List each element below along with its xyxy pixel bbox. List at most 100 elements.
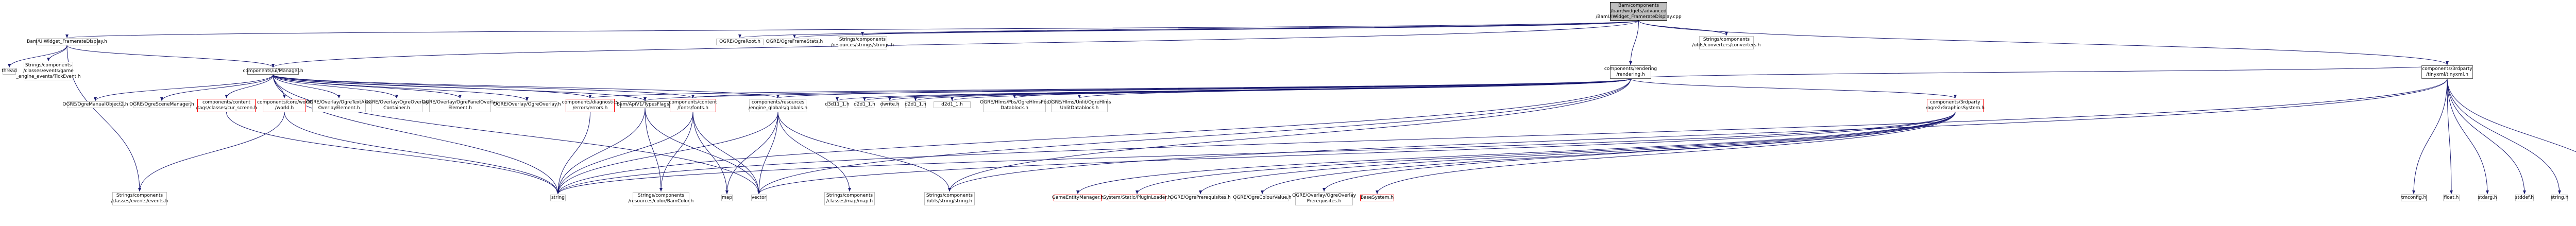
node-label-line: components/ui/Manager.h xyxy=(243,68,303,74)
node-vector: vector xyxy=(751,195,767,201)
node-label-line: Strings/components xyxy=(1703,37,1750,42)
node-label-line: map xyxy=(722,195,732,200)
node-ui-manager[interactable]: components/ui/Manager.h xyxy=(243,68,303,75)
node-label-line: components/diagnostics xyxy=(562,100,619,105)
node-map: map xyxy=(721,195,733,201)
dependency-edge xyxy=(556,112,778,195)
node-label-line: components/3rdparty xyxy=(1930,100,1980,105)
node-d2d1-1-b: d2d1_1.h xyxy=(905,101,926,108)
dependency-edge xyxy=(66,45,141,192)
dependency-edge xyxy=(66,45,275,68)
node-label-line: OGRE/Overlay/OgrePanelOverlay xyxy=(421,100,499,105)
dependency-edge xyxy=(225,74,274,99)
node-label-line: /resources/color/BamColor.h xyxy=(628,199,694,204)
node-label-line: GameEntityManager.h xyxy=(1052,195,1104,200)
node-cur-screen[interactable]: components/content/tags/classes/cur_scre… xyxy=(196,99,257,112)
dependency-edge xyxy=(273,74,398,99)
node-entity-manager[interactable]: GameEntityManager.h xyxy=(1052,195,1104,201)
dependency-edge xyxy=(1376,112,1956,195)
node-label-line: stddef.h xyxy=(2515,195,2534,200)
dependency-edge xyxy=(2447,78,2576,152)
node-label-line: OGRE/Overlay/OgreOverlay.h xyxy=(493,102,561,107)
node-label-line: OGRE/OgreManualObject2.h xyxy=(62,102,128,107)
node-label-line: /rendering.h xyxy=(1616,72,1645,77)
node-fonts[interactable]: components/content/fonts/fonts.h xyxy=(669,99,717,112)
node-label-line: /classes/events/events.h xyxy=(111,199,168,204)
dependency-edge xyxy=(645,108,663,192)
dependency-edge xyxy=(273,74,592,99)
node-world[interactable]: components/core/world/world.h xyxy=(257,99,312,112)
dependency-edge xyxy=(692,112,728,195)
node-map-h: Strings/components/classes/map/map.h xyxy=(824,192,875,205)
node-float-h: float.h xyxy=(2443,195,2460,201)
node-bam-types-flags[interactable]: Bam/ApiV1/TypesFlags.h xyxy=(616,101,674,108)
node-label-line: components/rendering xyxy=(1604,66,1657,72)
dependency-edge xyxy=(2447,78,2526,195)
node-framerate-display-h[interactable]: Bam/UIWidget_FramerateDisplay.h xyxy=(27,39,107,45)
node-label-line: /engine_globals/globals.h xyxy=(748,106,808,111)
node-tinyxml[interactable]: components/3rdparty/tinyxml/tinyxml.h xyxy=(2421,65,2473,79)
dependency-edge xyxy=(273,74,760,195)
node-label-line: components/content xyxy=(669,100,717,105)
node-root-framerate-cpp[interactable]: Bam/components/bam/widgets/advanced/BamU… xyxy=(1596,2,1682,21)
node-stddef-h: stddef.h xyxy=(2515,195,2534,201)
node-ogre-scene-manager: OGRE/OgreSceneManager.h xyxy=(129,101,194,108)
dependency-edge xyxy=(272,20,1639,68)
dependency-edge xyxy=(948,78,2448,192)
node-engine-globals[interactable]: components/resources/engine_globals/glob… xyxy=(748,99,808,112)
node-strings-header: Strings/components/resources/strings/str… xyxy=(831,36,894,49)
node-ogre-overlay: OGRE/Overlay/OgreOverlay.h xyxy=(493,101,561,108)
node-graphics-system[interactable]: components/3rdparty/ogre2/GraphicsSystem… xyxy=(1926,99,1985,112)
node-label-line: UnlitDatablock.h xyxy=(1060,106,1099,111)
dependency-edge xyxy=(556,78,2448,195)
dependency-edge xyxy=(777,112,951,192)
node-rendering[interactable]: components/rendering/rendering.h xyxy=(1604,65,1657,79)
node-label-line: vector xyxy=(751,195,767,200)
node-label-line: BaseSystem.h xyxy=(1360,195,1394,200)
node-label-line: components/core/world xyxy=(257,100,312,105)
node-label-line: Bam/ApiV1/TypesFlags.h xyxy=(616,102,674,107)
node-thread: thread xyxy=(2,68,17,75)
dependency-edge xyxy=(725,112,778,195)
node-label-line: tmconfig.h xyxy=(2401,195,2427,200)
node-label-line: /ogre2/GraphicsSystem.h xyxy=(1926,106,1985,111)
node-label-line: OGRE/OgreSceneManager.h xyxy=(129,102,194,107)
node-label-line: stdarg.h xyxy=(2478,195,2497,200)
node-diagnostics-errors[interactable]: components/diagnostics/errors/errors.h xyxy=(562,99,618,112)
node-string: string xyxy=(550,195,566,201)
node-label-line: Bam/components xyxy=(1618,3,1659,8)
node-label-line: OGRE/Hlms/Pbs/OgreHlmsPbs xyxy=(979,100,1049,105)
dependency-edge xyxy=(2447,78,2489,195)
node-ogre-prerequisites: OGRE/OgrePrerequisites.h xyxy=(1170,195,1231,201)
node-label-line: Strings/components xyxy=(826,193,873,198)
node-ogre-root: OGRE/OgreRoot.h xyxy=(716,39,764,45)
dependency-edge xyxy=(836,78,1631,101)
dependency-edge xyxy=(94,74,274,101)
node-label-line: OGRE/OgreRoot.h xyxy=(719,39,760,44)
node-label-line: Strings/components xyxy=(637,193,685,198)
node-d3d11-1: d3d11_1.h xyxy=(825,101,850,108)
node-label-line: Datablock.h xyxy=(1001,106,1028,111)
node-converters: Strings/components/utils/converters/conv… xyxy=(1692,36,1760,49)
dependency-edge xyxy=(1076,112,1956,195)
node-label-line: OGRE/Hlms/Unlit/OgreHlms xyxy=(1047,100,1111,105)
node-label-line: _engine_events/TickEvent.h xyxy=(16,74,81,79)
dependency-edge xyxy=(273,74,560,195)
node-plugin-loader[interactable]: System/Static/PluginLoader.h xyxy=(1103,195,1171,201)
node-label-line: d2d1_1.h xyxy=(854,102,875,107)
dependency-edge xyxy=(776,78,1631,99)
node-dwrite: dwrite.h xyxy=(880,101,899,108)
dependency-edge xyxy=(138,112,285,192)
node-mconfig[interactable]: tmconfig.h xyxy=(2401,195,2427,201)
dependency-edge xyxy=(273,74,647,101)
dependency-edge xyxy=(273,74,529,101)
node-label-line: /utils/converters/converters.h xyxy=(1692,43,1761,48)
node-label-line: string.h xyxy=(2550,195,2569,200)
node-base-system[interactable]: BaseSystem.h xyxy=(1360,195,1394,201)
dependency-edge xyxy=(556,112,693,195)
dependency-edge xyxy=(757,78,1631,195)
